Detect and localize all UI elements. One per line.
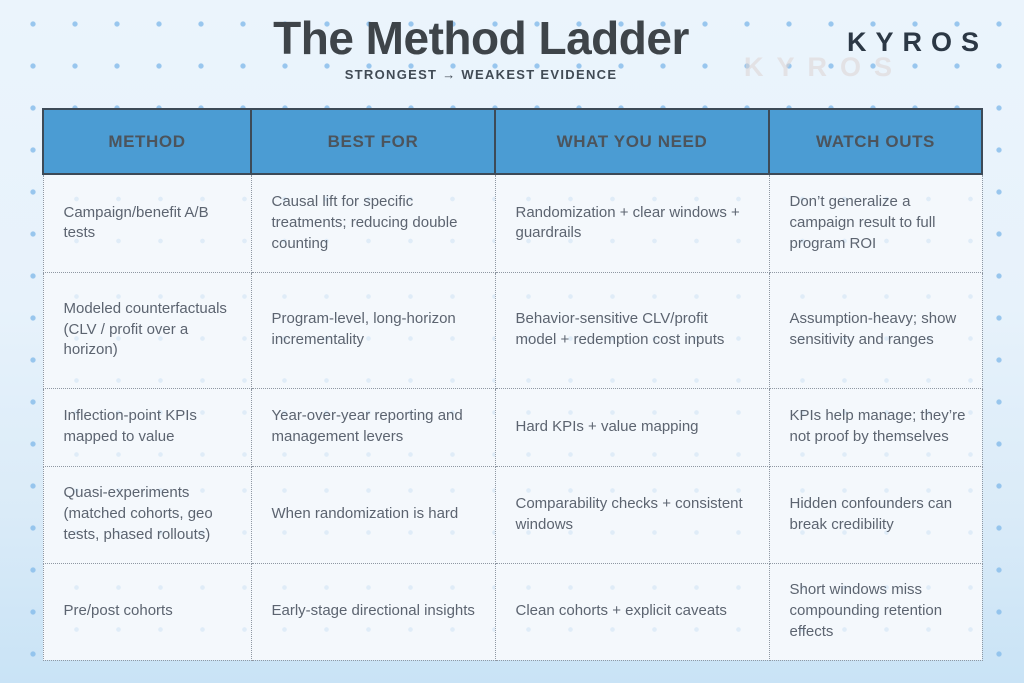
cell-what-you-need: Comparability checks + consistent window… bbox=[494, 465, 770, 564]
cell-what-you-need: Hard KPIs + value mapping bbox=[494, 387, 770, 467]
cell-what-you-need: Behavior-sensitive CLV/profit model + re… bbox=[494, 271, 770, 389]
table-row: Quasi-experiments (matched cohorts, geo … bbox=[42, 465, 983, 564]
cell-best-for: When randomization is hard bbox=[250, 465, 496, 564]
cell-what-you-need: Clean cohorts + explicit caveats bbox=[494, 562, 770, 661]
cell-best-for: Early-stage directional insights bbox=[250, 562, 496, 661]
cell-method: Quasi-experiments (matched cohorts, geo … bbox=[42, 465, 252, 564]
cell-watch-outs: Hidden confounders can break credibility bbox=[768, 465, 983, 564]
page-subtitle: STRONGEST → WEAKEST EVIDENCE bbox=[344, 66, 618, 82]
cell-method: Modeled counterfactuals (CLV / profit ov… bbox=[42, 271, 252, 389]
cell-best-for: Program-level, long-horizon incrementali… bbox=[250, 271, 496, 389]
cell-watch-outs: Don’t generalize a campaign result to fu… bbox=[768, 173, 983, 273]
column-header-what-you-need: WHAT YOU NEED bbox=[494, 108, 770, 175]
cell-method: Pre/post cohorts bbox=[42, 562, 252, 661]
column-header-watch-outs: WATCH OUTS bbox=[768, 108, 983, 175]
table-row: Campaign/benefit A/B tests Causal lift f… bbox=[42, 173, 983, 273]
cell-method: Campaign/benefit A/B tests bbox=[42, 173, 252, 273]
cell-method: Inflection-point KPIs mapped to value bbox=[42, 387, 252, 467]
cell-best-for: Year-over-year reporting and management … bbox=[250, 387, 496, 467]
cell-watch-outs: KPIs help manage; they’re not proof by t… bbox=[768, 387, 983, 467]
table-header-row: METHOD BEST FOR WHAT YOU NEED WATCH OUTS bbox=[42, 108, 983, 175]
table-row: Modeled counterfactuals (CLV / profit ov… bbox=[42, 271, 983, 389]
cell-watch-outs: Short windows miss compounding retention… bbox=[768, 562, 983, 661]
method-ladder-table: METHOD BEST FOR WHAT YOU NEED WATCH OUTS… bbox=[42, 108, 983, 661]
column-header-method: METHOD bbox=[42, 108, 252, 175]
page-title: The Method Ladder bbox=[273, 12, 689, 64]
cell-what-you-need: Randomization + clear windows + guardrai… bbox=[494, 173, 770, 273]
table-row: Inflection-point KPIs mapped to value Ye… bbox=[42, 387, 983, 467]
brand-logo: KYROS bbox=[846, 27, 988, 57]
page-header: The Method Ladder STRONGEST → WEAKEST EV… bbox=[0, 0, 1024, 82]
cell-best-for: Causal lift for specific treatments; red… bbox=[250, 173, 496, 273]
cell-watch-outs: Assumption-heavy; show sensitivity and r… bbox=[768, 271, 983, 389]
column-header-best-for: BEST FOR bbox=[250, 108, 496, 175]
table-row: Pre/post cohorts Early-stage directional… bbox=[42, 562, 983, 661]
